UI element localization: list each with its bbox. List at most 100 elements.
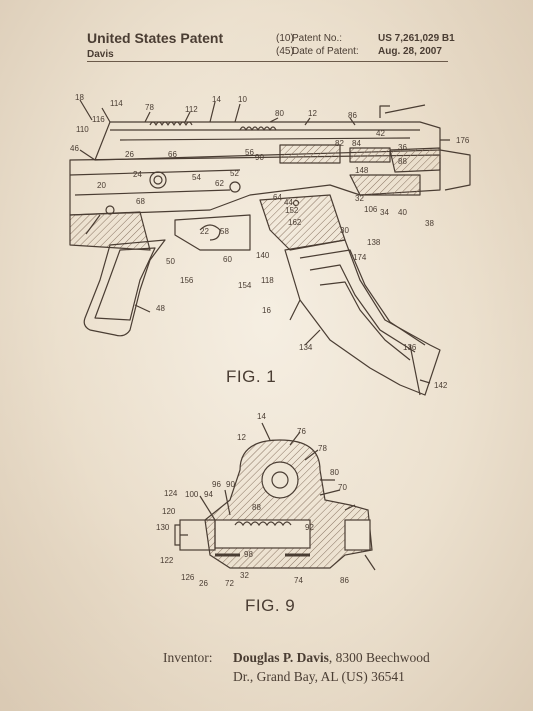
patent-number-value: US 7,261,029 B1 [378, 33, 455, 44]
patent-date-label: Date of Patent: [292, 46, 359, 57]
fig1-ref-50: 50 [166, 257, 175, 266]
fig1-ref-154: 154 [238, 281, 252, 290]
fig9-ref-70: 70 [338, 483, 347, 492]
fig1-ref-46: 46 [70, 144, 79, 153]
fig1-ref-48: 48 [156, 304, 165, 313]
patent-date-row: (45) Date of Patent: Aug. 28, 2007 [276, 46, 455, 59]
fig1-ref-64: 64 [273, 193, 282, 202]
forward-sling [439, 149, 471, 191]
fig1-ref-60: 60 [223, 255, 232, 264]
fig1-ref-174: 174 [353, 253, 367, 262]
fig1-ref-148: 148 [355, 166, 369, 175]
fig1-ref-14: 14 [212, 95, 221, 104]
fig1-ref-152: 152 [285, 206, 299, 215]
fig9-ref-88: 88 [252, 503, 261, 512]
fig1-ref-78: 78 [145, 103, 154, 112]
fig9-ref-120: 120 [162, 507, 176, 516]
fig1-ref-106: 106 [364, 205, 378, 214]
fig1-ref-84: 84 [352, 139, 361, 148]
fig1-ref-134: 134 [299, 343, 313, 352]
recoil-spring-mid [239, 126, 277, 131]
fig1-ref-162: 162 [288, 218, 302, 227]
fig9-ref-14: 14 [257, 412, 266, 421]
fig9-ref-12: 12 [237, 433, 246, 442]
fig1-ref-176: 176 [456, 136, 470, 145]
fig1-ref-110: 110 [76, 125, 89, 134]
fig9-ref-90: 90 [226, 480, 235, 489]
patent-date-code: (45) [276, 46, 294, 57]
fig1-ref-82: 82 [335, 139, 344, 148]
patent-number-row: (10) Patent No.: US 7,261,029 B1 [276, 33, 455, 46]
detent-spring [234, 521, 292, 527]
fig9-ref-92: 92 [305, 523, 314, 532]
fig9-ref-94: 94 [204, 490, 213, 499]
plunger-channel [214, 519, 311, 549]
fig9-ref-122: 122 [160, 556, 174, 565]
fig1-ref-112: 112 [185, 105, 198, 114]
fig9-ref-86: 86 [340, 576, 349, 585]
patent-date-value: Aug. 28, 2007 [378, 46, 442, 57]
fig9-cross-section [174, 422, 376, 571]
inventor-block: Inventor:Douglas P. Davis, 8300 Beechwoo… [163, 648, 430, 686]
patent-header-left: United States Patent Davis [87, 30, 223, 60]
fig9-ref-124: 124 [164, 489, 178, 498]
header-inventor: Davis [87, 49, 114, 60]
fig1-ref-20: 20 [97, 181, 106, 190]
fig1-ref-26: 26 [125, 150, 134, 159]
fig9-ref-72: 72 [225, 579, 234, 588]
fig1-ref-68: 68 [136, 197, 145, 206]
fig1-ref-136: 136 [403, 343, 417, 352]
pistol-grip [83, 239, 166, 337]
fig1-label: FIG. 1 [226, 367, 277, 386]
fig1-ref-24: 24 [133, 170, 142, 179]
fig9-ref-100: 100 [185, 490, 199, 499]
fig9-ref-96: 96 [212, 480, 221, 489]
fig1-ref-18: 18 [75, 93, 84, 102]
fig1-ref-86: 86 [348, 111, 357, 120]
fig1-ref-140: 140 [256, 251, 270, 260]
fig9-ref-80: 80 [330, 468, 339, 477]
patent-number-label: Patent No.: [292, 33, 343, 44]
fig1-ref-118: 118 [261, 276, 274, 285]
fig1-ref-58: 58 [220, 227, 229, 236]
gas-tube-bore [261, 461, 299, 499]
stock-block [69, 211, 151, 251]
bolt-carrier [279, 144, 341, 164]
fig9-label: FIG. 9 [245, 596, 296, 615]
fig1-ref-116: 116 [92, 115, 105, 124]
fig1-ref-114: 114 [110, 99, 123, 108]
fig9-ref-26: 26 [199, 579, 208, 588]
patent-header-right: (10) Patent No.: US 7,261,029 B1 (45) Da… [276, 33, 455, 59]
fig1-ref-80: 80 [275, 109, 284, 118]
front-trunnion [349, 174, 421, 196]
fig1-ref-138: 138 [367, 238, 381, 247]
fig1-ref-90: 90 [255, 153, 264, 162]
fig1-ref-142: 142 [434, 381, 448, 390]
fig1-ref-30: 30 [340, 226, 349, 235]
fig1-ref-42: 42 [376, 129, 385, 138]
inventor-address-1: , 8300 Beechwood [328, 650, 430, 665]
fig9-ref-74: 74 [294, 576, 303, 585]
patent-number-code: (10) [276, 33, 294, 44]
fig1-ref-156: 156 [180, 276, 194, 285]
fig9-ref-76: 76 [297, 427, 306, 436]
recoil-spring-top [149, 121, 193, 126]
fig1-ref-12: 12 [308, 109, 317, 118]
fig1-ref-66: 66 [168, 150, 177, 159]
fig1-ref-22: 22 [200, 227, 209, 236]
fig1-ref-40: 40 [398, 208, 407, 217]
fig1-ref-36: 36 [398, 143, 407, 152]
fig1-ref-88: 88 [398, 157, 407, 166]
fig1-ref-54: 54 [192, 173, 201, 182]
fig1-ref-62: 62 [215, 179, 224, 188]
inventor-line-1: Inventor:Douglas P. Davis, 8300 Beechwoo… [163, 648, 430, 667]
inventor-address-2: Dr., Grand Bay, AL (US) 36541 [233, 669, 405, 684]
trigger-guard [174, 214, 251, 251]
pin-86 [344, 519, 371, 551]
fig1-ref-38: 38 [425, 219, 434, 228]
fig1-ref-32: 32 [355, 194, 364, 203]
fig1-ref-10: 10 [238, 95, 247, 104]
header-divider [87, 61, 448, 62]
